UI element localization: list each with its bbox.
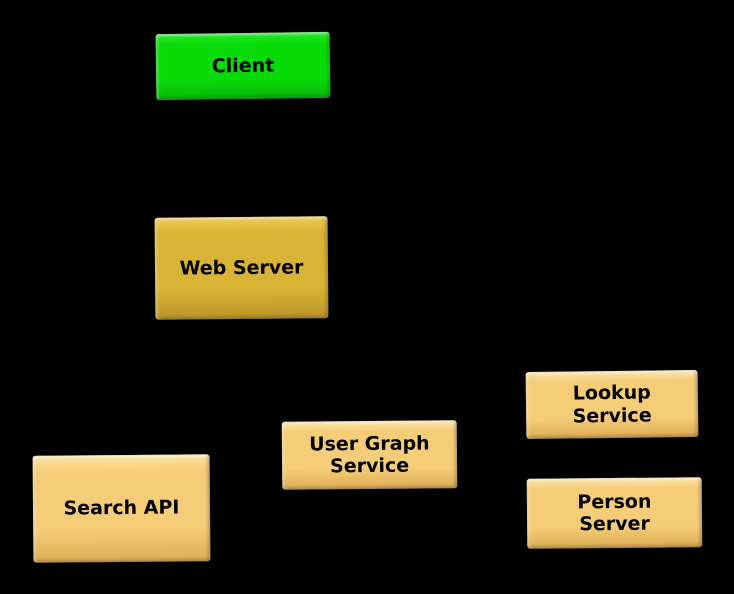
node-label-line: User Graph (309, 432, 430, 456)
node-label-line: Person (577, 490, 652, 513)
node-label-line: Web Server (179, 256, 304, 280)
node-label-line: Service (572, 404, 652, 427)
node-label-line: Client (211, 54, 275, 78)
node-label-line: Search API (63, 496, 180, 520)
node-label-line: Lookup (572, 381, 651, 405)
node-label: Search API (63, 497, 179, 520)
node-label-line: Service (330, 454, 410, 478)
node-label: Client (212, 54, 275, 77)
diagram-node-web-server: Web Server (154, 216, 329, 320)
diagram-node-search-api: Search API (32, 454, 211, 563)
diagram-node-client: Client (155, 31, 331, 101)
node-label: Web Server (179, 256, 303, 279)
node-label-line: Server (579, 512, 650, 536)
